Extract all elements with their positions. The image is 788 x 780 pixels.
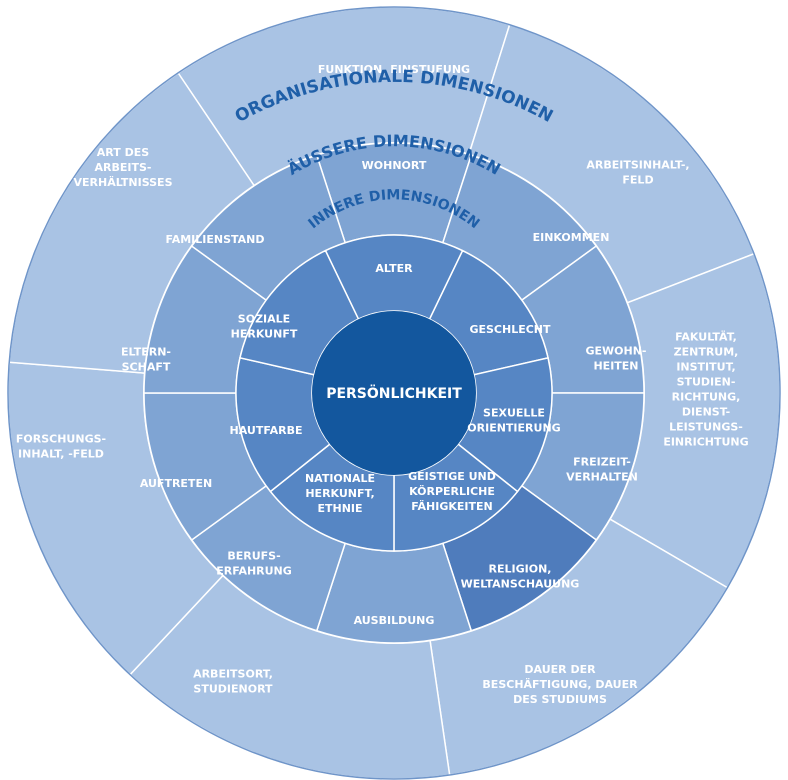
- label-gewohnheiten: GEWOHN- HEITEN: [585, 345, 646, 373]
- label-line: VERHÄLTNISSES: [74, 175, 173, 189]
- label-line: FELD: [622, 174, 653, 187]
- label-arbeitsort: ARBEITSORT, STUDIENORT: [193, 668, 273, 696]
- label-line: KÖRPERLICHE: [409, 484, 495, 498]
- label-line: FAKULTÄT,: [675, 330, 737, 344]
- label-line: GESCHLECHT: [469, 323, 551, 336]
- label-line: EINKOMMEN: [533, 231, 610, 244]
- label-line: GEWOHN-: [585, 345, 646, 358]
- label-line: SCHAFT: [122, 361, 171, 374]
- label-line: DES STUDIUMS: [513, 693, 607, 706]
- label-auftreten: AUFTRETEN: [140, 477, 212, 490]
- center-label: PERSÖNLICHKEIT: [326, 384, 462, 402]
- label-line: GEISTIGE UND: [408, 470, 496, 483]
- label-herkunft-ethnie: NATIONALE HERKUNFT, ETHNIE: [305, 472, 375, 515]
- label-wohnort: WOHNORT: [362, 159, 427, 172]
- label-alter: ALTER: [375, 262, 413, 275]
- segment-labels: ALTER GESCHLECHT SEXUELLE ORIENTIERUNG GEIST…: [16, 63, 749, 706]
- label-line: FORSCHUNGS-: [16, 433, 106, 446]
- label-line: INHALT, -FELD: [18, 448, 104, 461]
- label-line: AUSBILDUNG: [354, 614, 435, 627]
- label-familienstand: FAMILIENSTAND: [165, 233, 264, 246]
- label-line: ARBEITS-: [95, 161, 152, 174]
- label-line: VERHALTEN: [566, 471, 638, 484]
- label-line: ETHNIE: [317, 502, 362, 515]
- label-fakultaet: FAKULTÄT, ZENTRUM, INSTITUT, STUDIEN- RICHTU…: [663, 330, 748, 449]
- label-line: HERKUNFT: [231, 328, 298, 341]
- label-line: ALTER: [375, 262, 413, 275]
- label-line: AUFTRETEN: [140, 477, 212, 490]
- label-funktion: FUNKTION, EINSTUFUNG: [318, 63, 470, 76]
- label-line: WELTANSCHAUUNG: [461, 578, 580, 591]
- segment-soziale-herkunft: [239, 249, 360, 376]
- label-line: SEXUELLE: [483, 407, 545, 420]
- label-line: RICHTUNG,: [672, 391, 741, 404]
- label-line: ERFAHRUNG: [216, 565, 292, 578]
- label-ausbildung: AUSBILDUNG: [354, 614, 435, 627]
- center-circle: [312, 311, 476, 475]
- label-line: WOHNORT: [362, 159, 427, 172]
- label-arbeitsverhaeltnis: ART DES ARBEITS-VERHÄLTNISSES: [74, 146, 173, 189]
- label-line: EINRICHTUNG: [663, 436, 748, 449]
- label-geschlecht: GESCHLECHT: [469, 323, 551, 336]
- ring-boundary: [7, 6, 781, 780]
- organisational-dimensions-ring: [7, 6, 781, 780]
- label-freizeitverhalten: FREIZEIT- VERHALTEN: [566, 456, 638, 484]
- label-line: FÄHIGKEITEN: [411, 499, 492, 513]
- label-line: FUNKTION, EINSTUFUNG: [318, 63, 470, 76]
- label-line: BESCHÄFTIGUNG, DAUER: [482, 677, 638, 691]
- label-line: ELTERN-: [121, 346, 171, 359]
- label-line: DIENST-: [682, 406, 730, 419]
- label-soziale-herkunft: SOZIALE HERKUNFT: [231, 313, 298, 341]
- label-berufserfahrung: BERUFS- ERFAHRUNG: [216, 550, 292, 578]
- label-line: INSTITUT,: [676, 361, 735, 374]
- label-einkommen: EINKOMMEN: [533, 231, 610, 244]
- label-line: HERKUNFT,: [305, 487, 374, 500]
- label-line: LEISTUNGS-: [669, 421, 743, 434]
- label-sexuelle-orientierung: SEXUELLE ORIENTIERUNG: [467, 407, 560, 435]
- label-line: ZENTRUM,: [674, 346, 739, 359]
- label-line: FREIZEIT-: [573, 456, 631, 469]
- label-line: ARBEITSINHALT-,: [586, 159, 689, 172]
- inner-dimensions-ring: [235, 234, 553, 552]
- label-line: STUDIEN-: [677, 376, 736, 389]
- label-hautfarbe: HAUTFARBE: [230, 424, 303, 437]
- label-line: HAUTFARBE: [230, 424, 303, 437]
- outer-dimensions-ring: [143, 142, 645, 644]
- label-line: HEITEN: [593, 360, 638, 373]
- label-line: NATIONALE: [305, 472, 375, 485]
- label-arbeitsinhalt: ARBEITSINHALT-, FELD: [586, 159, 689, 187]
- label-line: DAUER DER: [524, 663, 596, 676]
- label-line: ARBEITSORT,: [193, 668, 273, 681]
- label-line: RELIGION,: [489, 563, 552, 576]
- label-line: ORIENTIERUNG: [467, 422, 560, 435]
- label-elternschaft: ELTERN- SCHAFT: [121, 346, 171, 374]
- label-line: BERUFS-: [227, 550, 280, 563]
- label-forschungsinhalt: FORSCHUNGS- INHALT, -FELD: [16, 433, 106, 461]
- label-line: SOZIALE: [238, 313, 290, 326]
- label-line: ART DES: [97, 146, 149, 159]
- label-line: STUDIENORT: [193, 683, 273, 696]
- label-religion: RELIGION, WELTANSCHAUUNG: [461, 563, 580, 591]
- label-line: FAMILIENSTAND: [165, 233, 264, 246]
